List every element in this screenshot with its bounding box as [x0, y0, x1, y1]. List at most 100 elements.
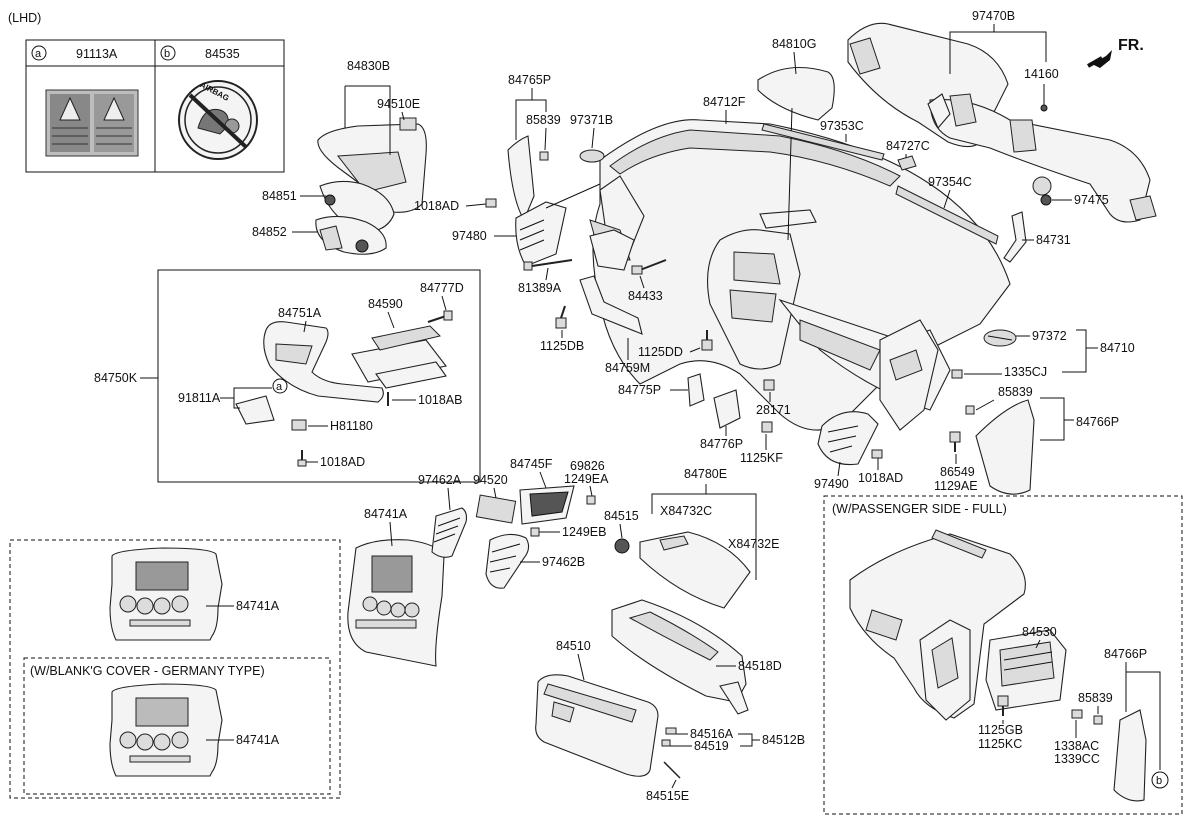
label-1125KC: 1125KC — [978, 737, 1022, 751]
screw-14160-part — [1040, 104, 1048, 112]
knob-84515-part — [614, 538, 630, 554]
stopper-84516A-part — [665, 727, 677, 735]
label-1018AD-right: 1018AD — [858, 471, 903, 485]
passenger-full-box — [823, 495, 1183, 815]
label-1249EA: 1249EA — [564, 472, 609, 486]
label-84852: 84852 — [252, 225, 287, 239]
lower-panel-part — [263, 321, 447, 403]
label-97371B: 97371B — [570, 113, 613, 127]
label-84741A-box1: 84741A — [236, 599, 280, 613]
label-1335CJ: 1335CJ — [1004, 365, 1047, 379]
bumper-84519-part — [661, 739, 671, 747]
label-91811A: 91811A — [178, 391, 221, 405]
nut-84433-part — [631, 259, 667, 275]
label-81389A: 81389A — [518, 281, 562, 295]
label-84530: 84530 — [1022, 625, 1057, 639]
label-84741A-box2: 84741A — [236, 733, 280, 747]
bolt-81389A-part — [523, 259, 573, 271]
label-85839-top: 85839 — [526, 113, 561, 127]
label-84759M: 84759M — [605, 361, 650, 375]
label-84776P: 84776P — [700, 437, 743, 451]
label-84712F: 84712F — [703, 95, 746, 109]
side-cover-84766P-box-part — [1113, 709, 1147, 802]
nut-1338AC-part — [1071, 709, 1083, 719]
label-1125KF: 1125KF — [740, 451, 783, 465]
label-X84732E: X84732E — [728, 537, 779, 551]
label-84780E: 84780E — [684, 467, 727, 481]
label-X84732C: X84732C — [660, 504, 712, 518]
vent-97490-part — [817, 411, 879, 466]
callout-b-ref-text: b — [1156, 775, 1162, 787]
label-84851: 84851 — [262, 189, 297, 203]
label-84518D: 84518D — [738, 659, 782, 673]
bolt-1125DD-part — [701, 330, 713, 351]
label-84731: 84731 — [1036, 233, 1071, 247]
label-97475: 97475 — [1074, 193, 1109, 207]
lower-crash-pad-box — [157, 269, 481, 483]
center-fascia-variant-1-part — [109, 547, 223, 641]
legend-a-part: 91113A — [76, 47, 118, 61]
bolt-1125KF-part — [761, 421, 773, 433]
clip-85839-box-part — [1093, 715, 1103, 725]
label-84433: 84433 — [628, 289, 663, 303]
warning-label-sticker-icon — [45, 89, 139, 157]
glove-box-part — [535, 674, 659, 777]
bolt-86549-part — [949, 431, 961, 452]
callout-a-circle — [31, 45, 47, 61]
label-97462B: 97462B — [542, 555, 585, 569]
screw-1018AD-right-part — [871, 449, 883, 459]
label-94520: 94520 — [473, 473, 508, 487]
bracket-84777D-part — [427, 310, 453, 323]
label-1129AE: 1129AE — [934, 479, 978, 493]
label-97353C: 97353C — [820, 119, 864, 133]
damper-84515E-part — [663, 761, 681, 779]
legend-b-symbol: b — [164, 48, 170, 60]
center-fascia-part — [347, 539, 445, 667]
side-cover-84766P-part — [975, 399, 1035, 495]
label-14160: 14160 — [1024, 67, 1059, 81]
label-84765P: 84765P — [508, 73, 551, 87]
bracket-84731-part — [1003, 211, 1027, 263]
glove-box-housing-part — [611, 599, 749, 715]
bracket-84776P-part — [713, 389, 741, 429]
vent-97371B-part — [579, 149, 605, 163]
cluster-fascia-part — [315, 123, 427, 255]
switch-94520-part — [475, 494, 517, 524]
switch-94510E-part — [399, 117, 417, 131]
bracket-84775P-part — [687, 373, 705, 407]
label-97354C: 97354C — [928, 175, 972, 189]
label-84766P-box: 84766P — [1104, 647, 1147, 661]
label-1125DD: 1125DD — [638, 345, 683, 359]
label-84710: 84710 — [1100, 341, 1135, 355]
label-84516A: 84516A — [690, 727, 734, 741]
label-84751A: 84751A — [278, 306, 322, 320]
label-85839-right: 85839 — [998, 385, 1033, 399]
label-97480: 97480 — [452, 229, 487, 243]
bracket-84759M-part — [579, 275, 643, 335]
label-1125DB: 1125DB — [540, 339, 584, 353]
label-86549: 86549 — [940, 465, 975, 479]
glove-box-door-part — [639, 531, 751, 609]
label-H81180: H81180 — [330, 419, 373, 433]
label-97470B: 97470B — [972, 9, 1015, 23]
label-84515: 84515 — [604, 509, 639, 523]
callout-a-ref-text: a — [276, 381, 283, 393]
clip-H81180-part — [291, 419, 307, 431]
label-84590: 84590 — [368, 297, 403, 311]
callout-a-ref — [272, 378, 288, 394]
trim-84765P-part — [507, 135, 535, 222]
callout-b-circle — [160, 45, 176, 61]
legend-b-part: 84535 — [205, 47, 240, 61]
callout-b-ref — [1151, 771, 1169, 789]
legend-a-symbol: a — [35, 48, 42, 60]
duct-97470B-part — [847, 22, 1157, 223]
label-1018AD-low: 1018AD — [320, 455, 365, 469]
label-1249EB: 1249EB — [562, 525, 606, 539]
label-85839-box: 85839 — [1078, 691, 1113, 705]
label-84745F: 84745F — [510, 457, 553, 471]
label-1338AC: 1338AC — [1054, 739, 1099, 753]
airbag-module-84530-part — [985, 629, 1067, 711]
bracket-mid-part — [589, 229, 635, 271]
top-cover-84810G-part — [757, 67, 835, 121]
label-84519: 84519 — [694, 739, 729, 753]
